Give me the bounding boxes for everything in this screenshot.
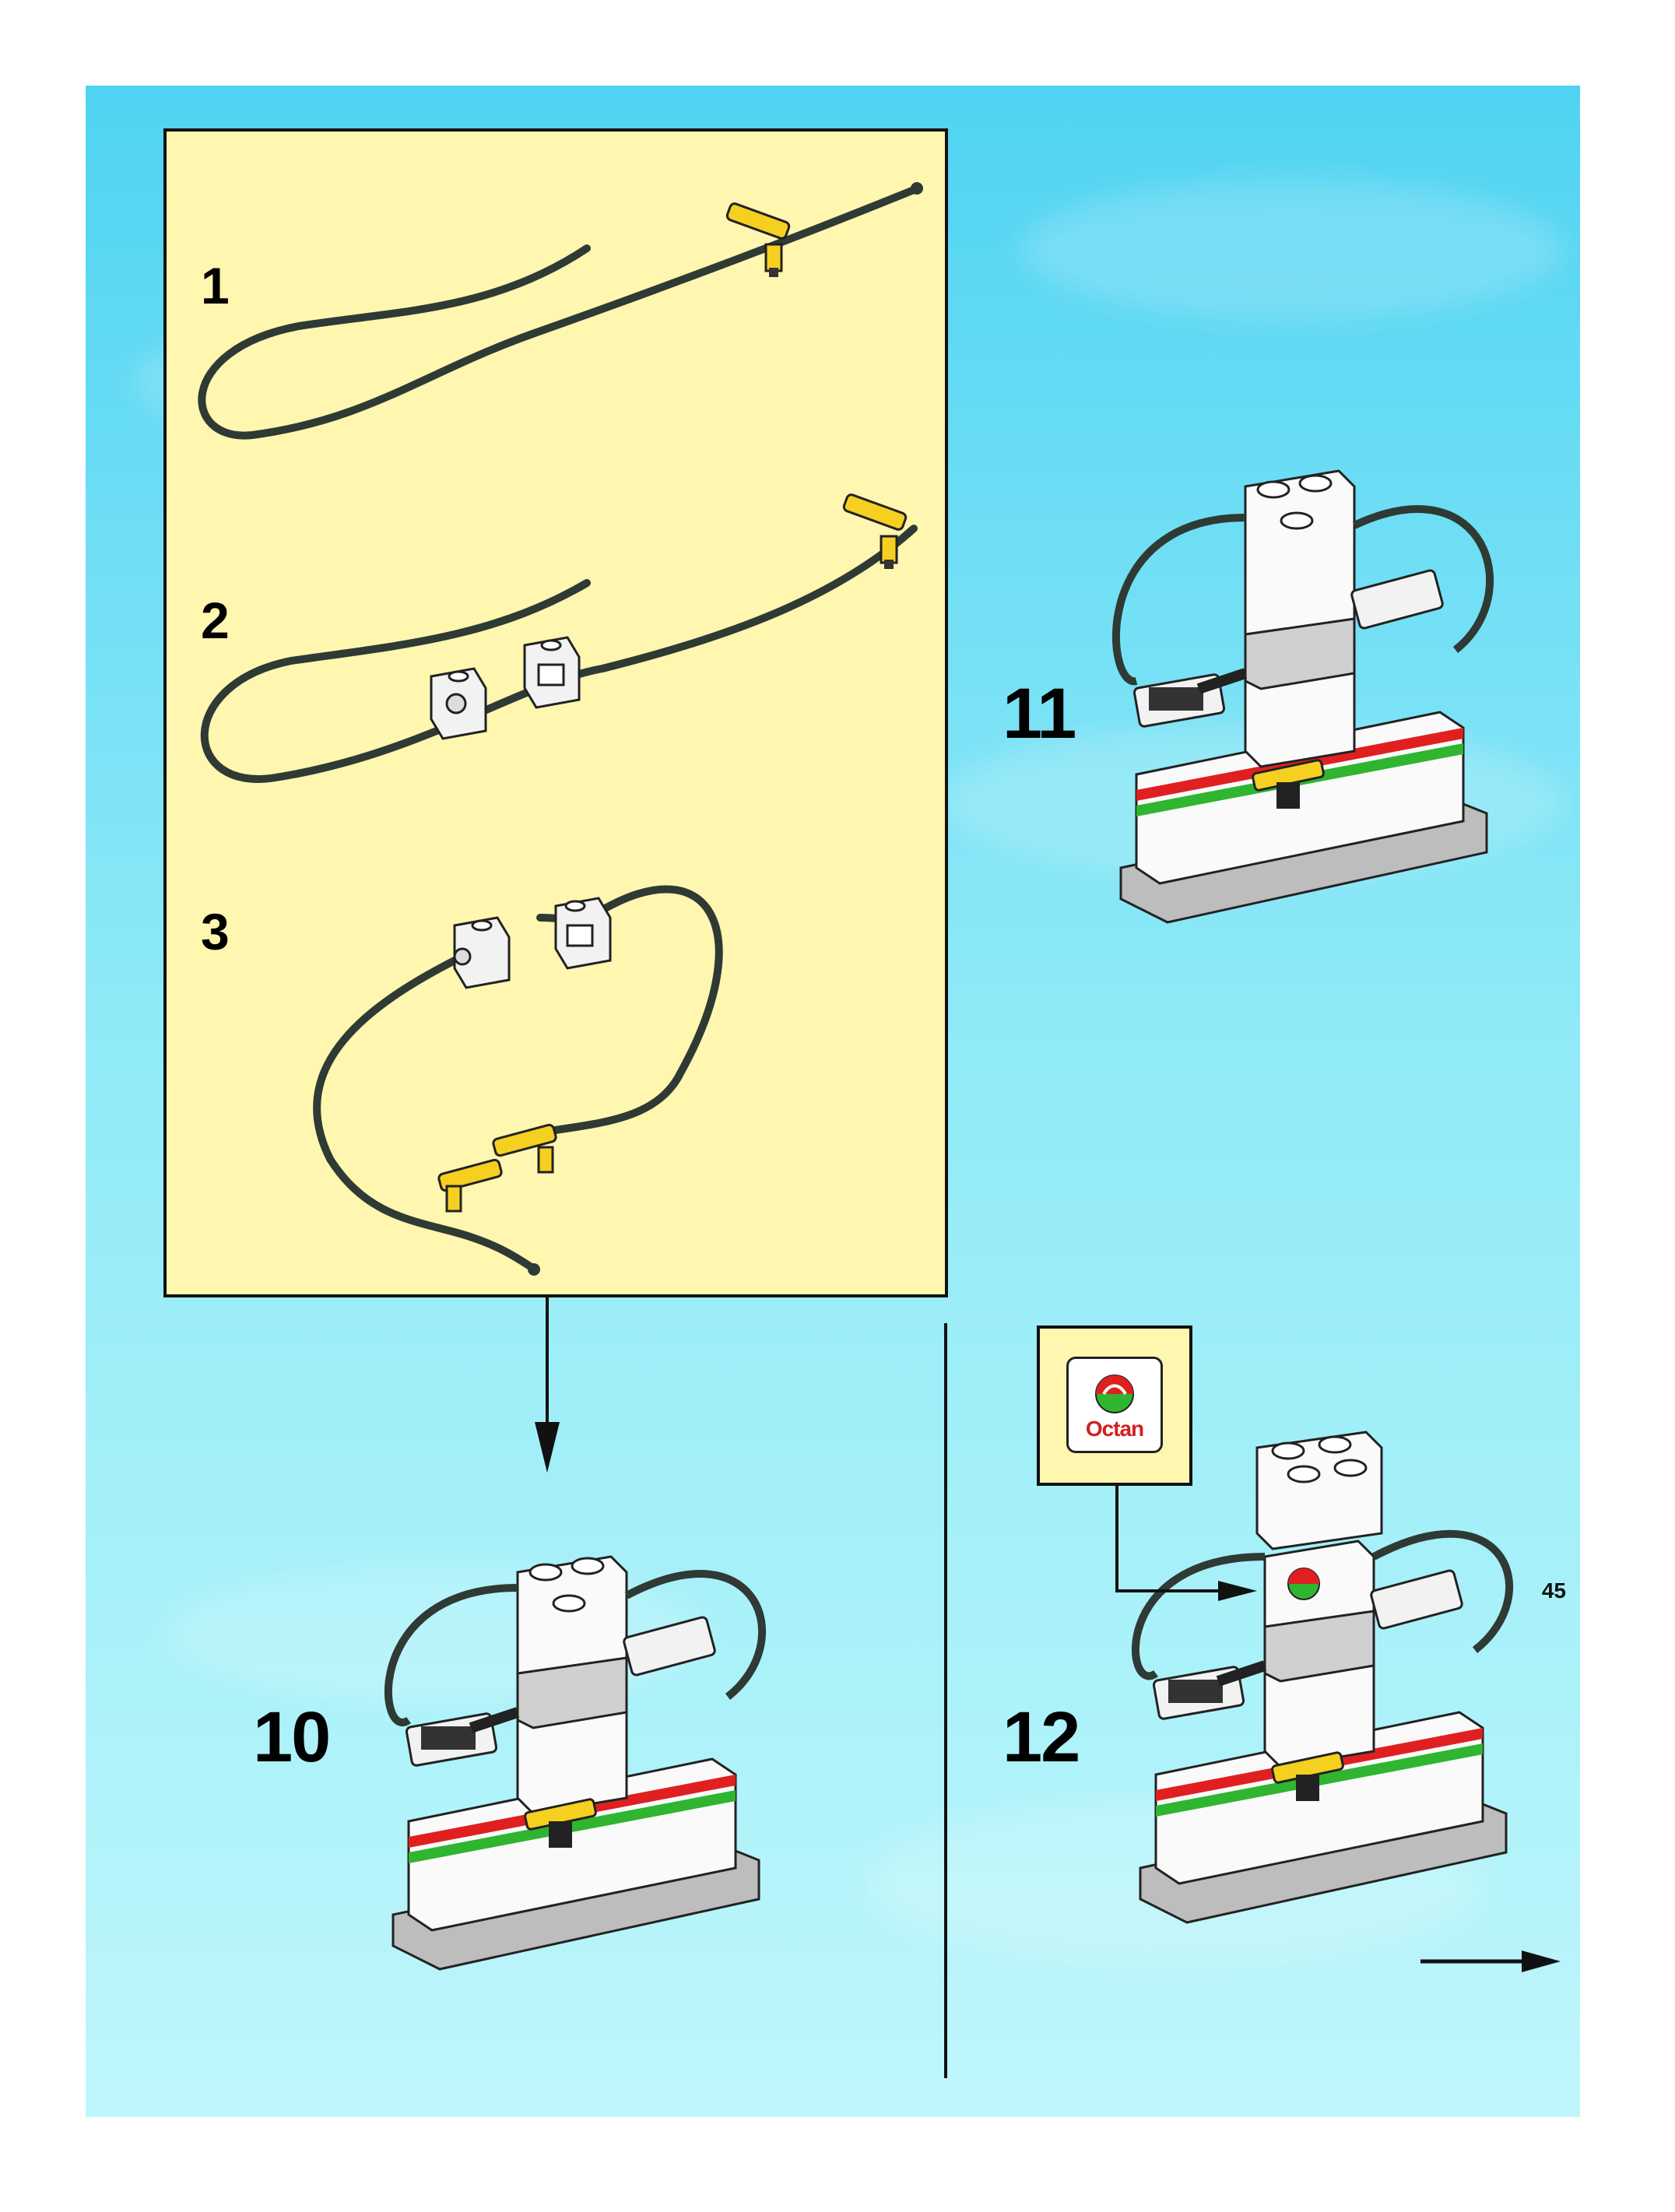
substep-3-hose-illustration	[167, 132, 951, 1301]
nozzle-icon	[493, 1124, 557, 1172]
step-number-12: 12	[1003, 1697, 1079, 1778]
arrow-right-icon[interactable]	[1420, 1946, 1568, 1977]
page-number: 45	[1542, 1578, 1566, 1603]
bracket-brick-icon	[455, 918, 509, 988]
step-divider	[944, 1323, 947, 2078]
octan-logo-icon	[1288, 1568, 1319, 1599]
octan-brand-text: Octan	[1069, 1417, 1161, 1441]
subassembly-to-step10-arrow	[524, 1297, 571, 1484]
decal-placement-arrow	[1109, 1486, 1280, 1673]
octan-decal-tile: Octan	[1066, 1357, 1163, 1453]
nozzle-icon	[438, 1159, 503, 1211]
step-number-11: 11	[1003, 673, 1075, 755]
step-11-fuel-pump-illustration	[1090, 455, 1494, 1000]
step-number-10: 10	[253, 1697, 329, 1778]
bracket-brick-icon	[556, 898, 610, 968]
step-10-fuel-pump-illustration	[393, 1463, 798, 2039]
subassembly-panel: 1 2 3	[163, 128, 948, 1297]
octan-decal-callout: Octan	[1037, 1325, 1192, 1486]
